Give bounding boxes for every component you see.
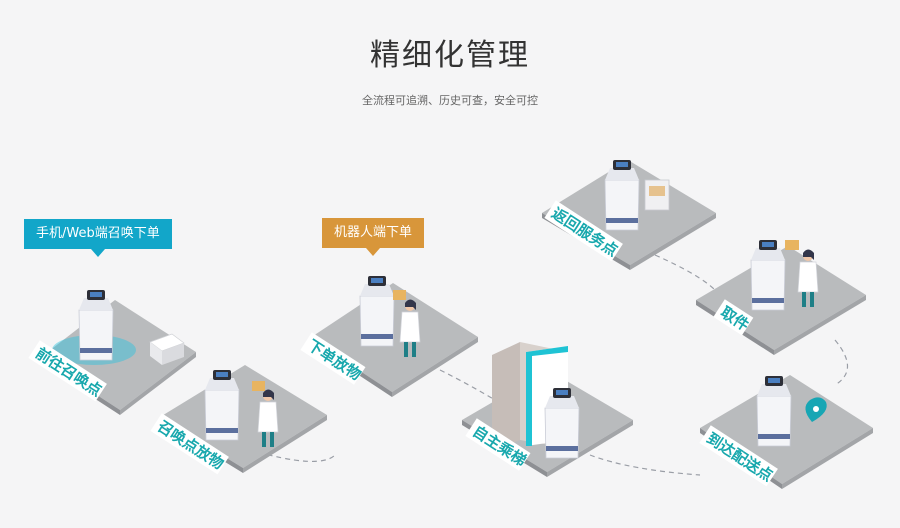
page-title: 精细化管理 bbox=[370, 38, 530, 73]
platform-summon-point bbox=[40, 289, 196, 415]
page-subtitle: 全流程可追溯、历史可查，安全可控 bbox=[362, 94, 538, 107]
platform-summon-drop bbox=[160, 365, 327, 473]
map-pin-icon bbox=[805, 397, 827, 422]
platform-order-drop bbox=[310, 275, 478, 397]
callout-robot-terminal-order: 机器人端下单 bbox=[322, 218, 425, 256]
platform-pickup bbox=[696, 239, 866, 355]
platform-elevator bbox=[462, 342, 633, 477]
platform-arrival bbox=[700, 375, 873, 489]
callout-phone-web-order: 手机/Web端召唤下单 bbox=[24, 219, 172, 257]
